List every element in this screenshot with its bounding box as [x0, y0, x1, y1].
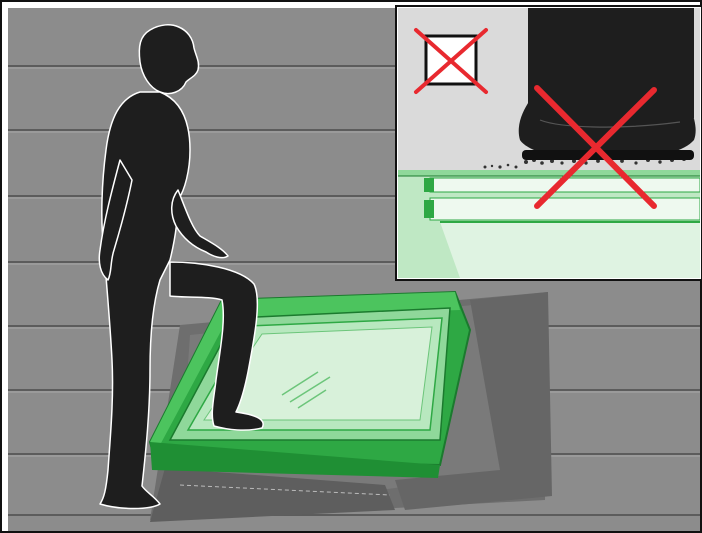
inset-detail-panel [396, 6, 702, 280]
prohibited-box-small [416, 30, 486, 92]
